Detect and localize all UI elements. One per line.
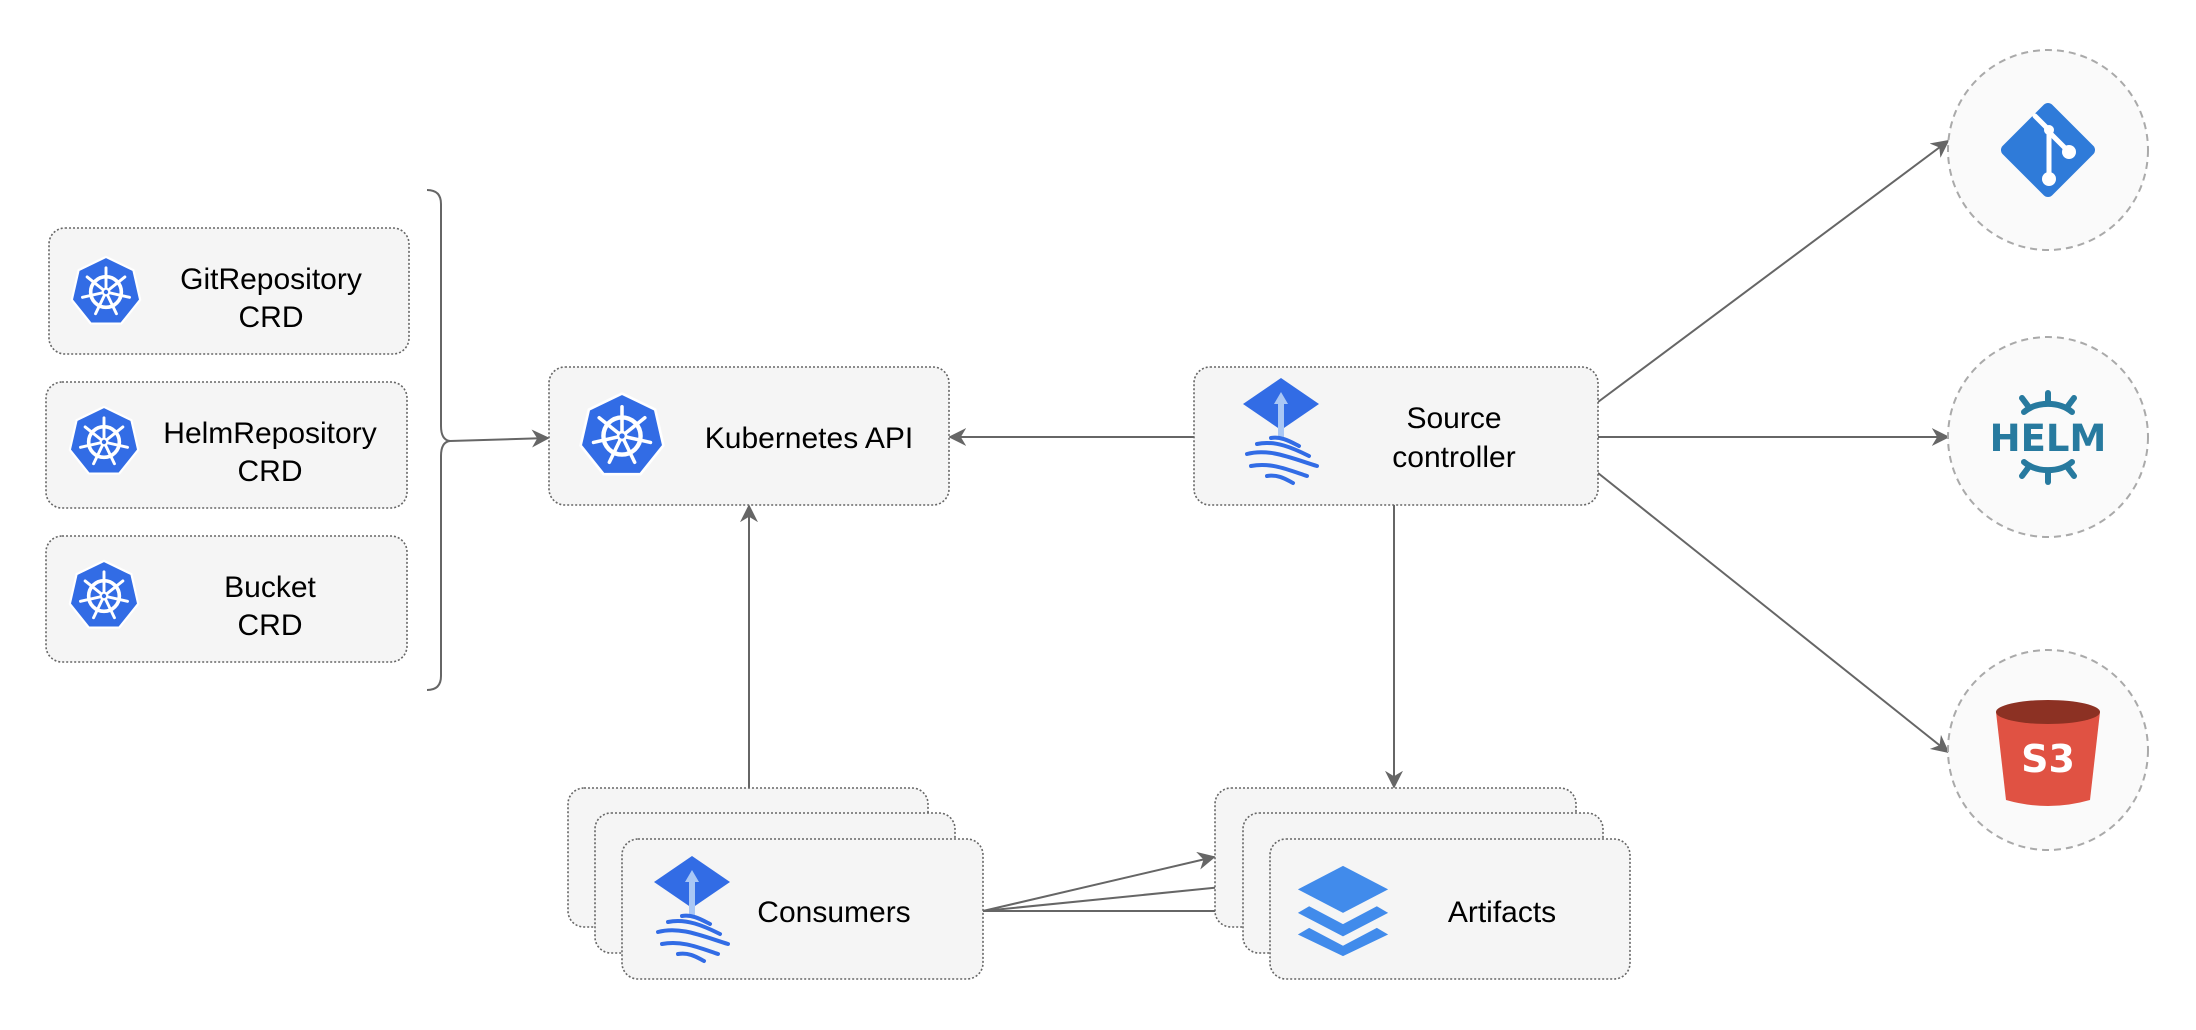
node-git[interactable] (1947, 49, 2149, 251)
s3-icon: S3 (1996, 700, 2100, 806)
node-consumers[interactable]: Consumers (567, 787, 984, 980)
crd-group-brace (426, 189, 451, 691)
edge-consumers-to-artifact-2 (982, 877, 1244, 912)
node-label-line2: controller (1392, 441, 1515, 474)
node-source-controller[interactable]: Source controller (1193, 366, 1599, 506)
node-label-line1: Bucket (224, 571, 316, 604)
edge-crds-to-kubernetes-api (449, 429, 550, 448)
helm-logo-text: HELM (1990, 417, 2107, 460)
edge-source-controller-to-git (1597, 139, 1950, 403)
node-s3[interactable]: S3 (1947, 649, 2149, 851)
edges (426, 139, 1950, 920)
node-label: Kubernetes API (705, 422, 913, 455)
node-label: Artifacts (1448, 896, 1556, 929)
s3-logo-text: S3 (2021, 737, 2075, 781)
node-label-line1: HelmRepository (163, 417, 376, 450)
node-label: Consumers (757, 896, 910, 929)
git-icon (2000, 102, 2096, 198)
node-kubernetes-api[interactable]: Kubernetes API (548, 366, 950, 506)
node-label-line2: CRD (238, 455, 303, 488)
node-helm[interactable]: HELM (1947, 336, 2149, 538)
node-artifacts[interactable]: Artifacts (1214, 787, 1631, 980)
node-label-line1: GitRepository (180, 263, 362, 296)
edge-consumers-to-artifact-1 (982, 851, 1216, 912)
node-label-line2: CRD (238, 609, 303, 642)
helm-icon: HELM (1990, 390, 2107, 485)
edge-source-controller-to-s3 (1597, 472, 1950, 754)
node-label-line2: CRD (239, 301, 304, 334)
node-label-line1: Source (1406, 402, 1501, 435)
